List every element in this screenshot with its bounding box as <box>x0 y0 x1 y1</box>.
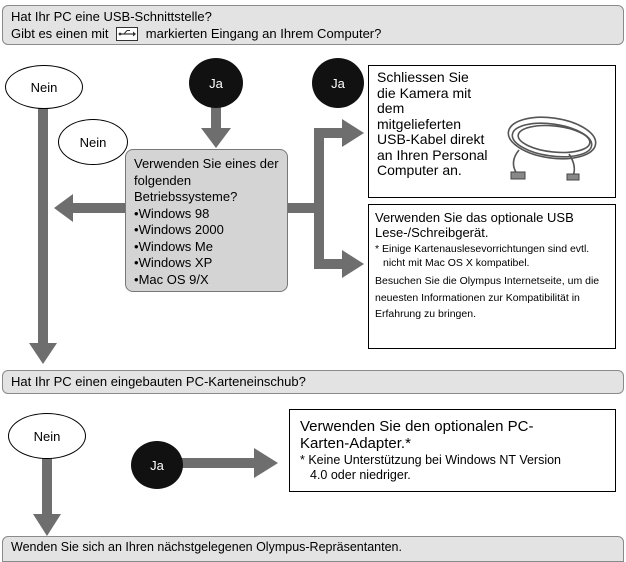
banner-usb-line2: Gibt es einen mit markierten Eingang an … <box>11 25 615 45</box>
camera-connect-text: Schliessen Sie die Kamera mit dem mitgel… <box>377 69 488 178</box>
arrow-ja-down-head <box>201 128 231 148</box>
arrow-nein-down-2-head <box>33 514 61 536</box>
os-item: Windows 2000 <box>134 222 279 239</box>
arrow-to-camera <box>314 128 342 138</box>
banner-pc-card-question: Hat Ihr PC einen eingebauten PC-Kartenei… <box>2 370 624 394</box>
arrow-ja-down <box>211 103 221 128</box>
usb-reader-info: Besuchen Sie die Olympus Internetseite, … <box>375 275 600 320</box>
banner-usb-line1: Hat Ihr PC eine USB-Schnittstelle? <box>11 9 212 24</box>
ja-dot-2: Ja <box>312 58 364 108</box>
nein-oval-3: Nein <box>8 413 86 459</box>
arrow-nein-down-1-head <box>29 343 57 364</box>
banner-usb-line2-post: markierten Eingang an Ihrem Computer? <box>145 26 382 41</box>
arrow-branch-stem <box>287 203 314 213</box>
banner-contact: Wenden Sie sich an Ihren nächstgelegenen… <box>2 536 624 562</box>
adapter-line1: Verwenden Sie den optionalen PC-Karten-A… <box>300 418 534 452</box>
arrow-ja-adapter-head <box>254 448 278 478</box>
ja-dot-3: Ja <box>131 441 183 489</box>
banner-pc-card-text: Hat Ihr PC einen eingebauten PC-Kartenei… <box>11 374 306 389</box>
arrow-branch-vertical <box>314 128 324 269</box>
banner-usb-line2-pre: Gibt es einen mit <box>11 26 109 41</box>
adapter-note: * Keine Unterstützung bei Windows NT Ver… <box>300 453 562 482</box>
os-question-box: Verwenden Sie eines der folgenden Betrie… <box>125 149 288 292</box>
nein-oval-2: Nein <box>58 119 128 165</box>
usb-reader-line1: Verwenden Sie das optionale USB Lese-/Sc… <box>375 210 574 240</box>
usb-cable-icon <box>499 104 605 189</box>
arrow-nein-down-2 <box>42 455 52 515</box>
pc-card-adapter-box: Verwenden Sie den optionalen PC-Karten-A… <box>289 409 616 492</box>
arrow-to-reader-head <box>342 250 364 278</box>
arrow-os-nein-left <box>73 203 125 213</box>
ja-dot-1: Ja <box>189 58 243 108</box>
banner-contact-text: Wenden Sie sich an Ihren nächstgelegenen… <box>11 540 402 554</box>
arrow-os-nein-left-head <box>54 194 73 222</box>
camera-connect-box: Schliessen Sie die Kamera mit dem mitgel… <box>368 65 616 198</box>
nein-oval-1: Nein <box>5 65 83 109</box>
arrow-to-camera-head <box>342 119 364 147</box>
usb-port-icon <box>116 27 139 45</box>
usb-reader-note: * Einige Kartenauslesevorrichtungen sind… <box>375 243 590 269</box>
arrow-to-reader <box>314 259 342 269</box>
os-list: Windows 98 Windows 2000 Windows Me Windo… <box>134 206 279 289</box>
os-item: Windows XP <box>134 255 279 272</box>
banner-usb-question: Hat Ihr PC eine USB-Schnittstelle? Gibt … <box>2 5 624 45</box>
os-item: Windows Me <box>134 239 279 256</box>
arrow-nein-down-1 <box>38 95 48 343</box>
usb-reader-box: Verwenden Sie das optionale USB Lese-/Sc… <box>368 204 616 349</box>
os-question: Verwenden Sie eines der folgenden Betrie… <box>134 156 279 204</box>
os-item: Mac OS 9/X <box>134 272 279 289</box>
os-item: Windows 98 <box>134 206 279 223</box>
arrow-ja-adapter <box>180 458 254 468</box>
